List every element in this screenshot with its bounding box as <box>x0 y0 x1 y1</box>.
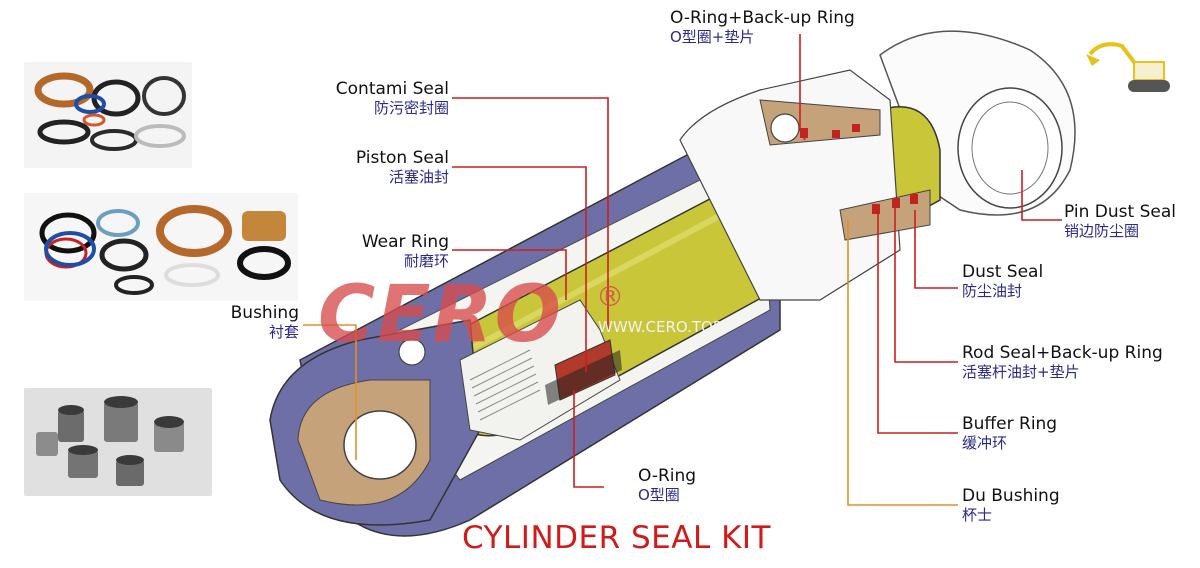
label-zh: 耐磨环 <box>403 252 449 270</box>
label-wear-ring: Wear Ring 耐磨环 <box>362 232 449 271</box>
label-en: Contami Seal <box>335 79 449 99</box>
label-zh: 销边防尘圈 <box>1064 222 1140 240</box>
label-en: Buffer Ring <box>962 414 1058 434</box>
label-buffer-ring: Buffer Ring 缓冲环 <box>962 414 1057 453</box>
label-dust-seal: Dust Seal 防尘油封 <box>962 262 1043 301</box>
watermark-reg-mark: ® <box>596 280 624 313</box>
label-zh: O型圈+垫片 <box>670 28 755 46</box>
label-oring: O-Ring O型圈 <box>638 466 696 505</box>
excavator-icon <box>1082 36 1178 98</box>
label-zh: 活塞杆油封+垫片 <box>962 363 1080 381</box>
label-en: Rod Seal+Back-up Ring <box>962 343 1163 363</box>
bushing-photo <box>24 388 212 496</box>
label-en: O-Ring <box>638 466 697 486</box>
watermark-url: WWW.CERO.TOP <box>598 318 722 336</box>
label-zh: O型圈 <box>638 486 680 504</box>
label-en: Piston Seal <box>355 148 449 168</box>
label-zh: 防污密封圈 <box>373 99 449 117</box>
label-en: Pin Dust Seal <box>1064 202 1176 222</box>
diagram-title: CYLINDER SEAL KIT <box>462 520 771 556</box>
watermark-brand: CERO <box>318 270 563 360</box>
label-zh: 活塞油封 <box>388 168 449 186</box>
label-rod-seal-backup: Rod Seal+Back-up Ring 活塞杆油封+垫片 <box>962 343 1163 382</box>
label-en: O-Ring+Back-up Ring <box>670 8 855 28</box>
label-en: Bushing <box>230 303 299 323</box>
label-en: Du Bushing <box>962 486 1060 506</box>
label-pin-dust-seal: Pin Dust Seal 销边防尘圈 <box>1064 202 1176 241</box>
label-du-bushing: Du Bushing 杯士 <box>962 486 1060 525</box>
label-zh: 杯士 <box>962 506 993 524</box>
label-zh: 防尘油封 <box>962 282 1023 300</box>
label-contami-seal: Contami Seal 防污密封圈 <box>336 79 449 118</box>
label-bushing: Bushing 衬套 <box>231 303 299 342</box>
seal-kit-photo-2 <box>24 193 298 301</box>
seal-kit-photo-1 <box>24 62 192 168</box>
label-piston-seal: Piston Seal 活塞油封 <box>356 148 449 187</box>
label-en: Wear Ring <box>361 232 449 252</box>
label-zh: 缓冲环 <box>962 434 1008 452</box>
label-zh: 衬套 <box>268 323 299 341</box>
label-oring-backup: O-Ring+Back-up Ring O型圈+垫片 <box>670 8 855 47</box>
label-en: Dust Seal <box>962 262 1044 282</box>
